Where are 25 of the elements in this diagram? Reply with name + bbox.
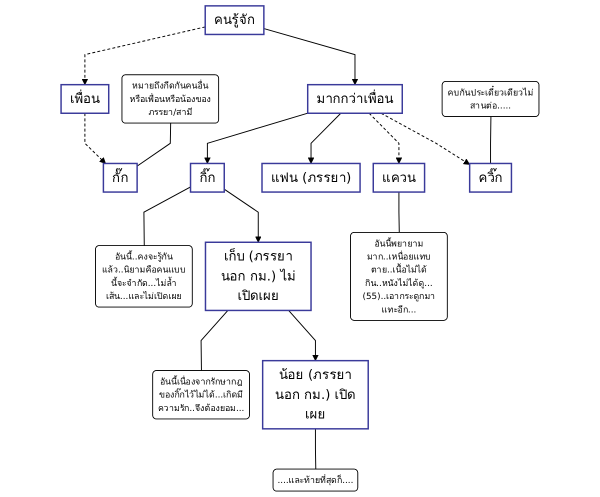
arrow xyxy=(82,26,206,85)
node-box: แฟน (ภรรยา) xyxy=(261,162,361,193)
connector xyxy=(490,116,492,164)
connector xyxy=(200,310,228,372)
connector xyxy=(314,428,316,470)
connector xyxy=(143,186,191,246)
arrow xyxy=(263,28,358,85)
node-box: มากกว่าเพื่อน xyxy=(306,84,403,114)
connector xyxy=(136,123,172,167)
arrow xyxy=(224,188,262,243)
node-box: คนรู้จัก xyxy=(204,5,265,36)
node-box: เก็บ (ภรรยานอก กม.) ไม่เปิดเผย xyxy=(204,242,312,312)
arrow xyxy=(368,112,402,164)
node-box: น้อย (ภรรยานอก กม.) เปิดเผย xyxy=(262,360,369,430)
arrow xyxy=(204,112,308,164)
node-box: เพื่อน xyxy=(60,84,110,114)
node-box: กิ๊ก xyxy=(190,162,225,193)
arrow xyxy=(84,112,106,164)
arrow xyxy=(288,310,319,361)
node-box: ควิ๊ก xyxy=(468,162,512,193)
arrow xyxy=(380,112,470,165)
node-box: กั๊ก xyxy=(102,162,138,193)
node-box: แควน xyxy=(372,162,426,193)
connector xyxy=(398,192,400,234)
arrow xyxy=(308,112,342,164)
